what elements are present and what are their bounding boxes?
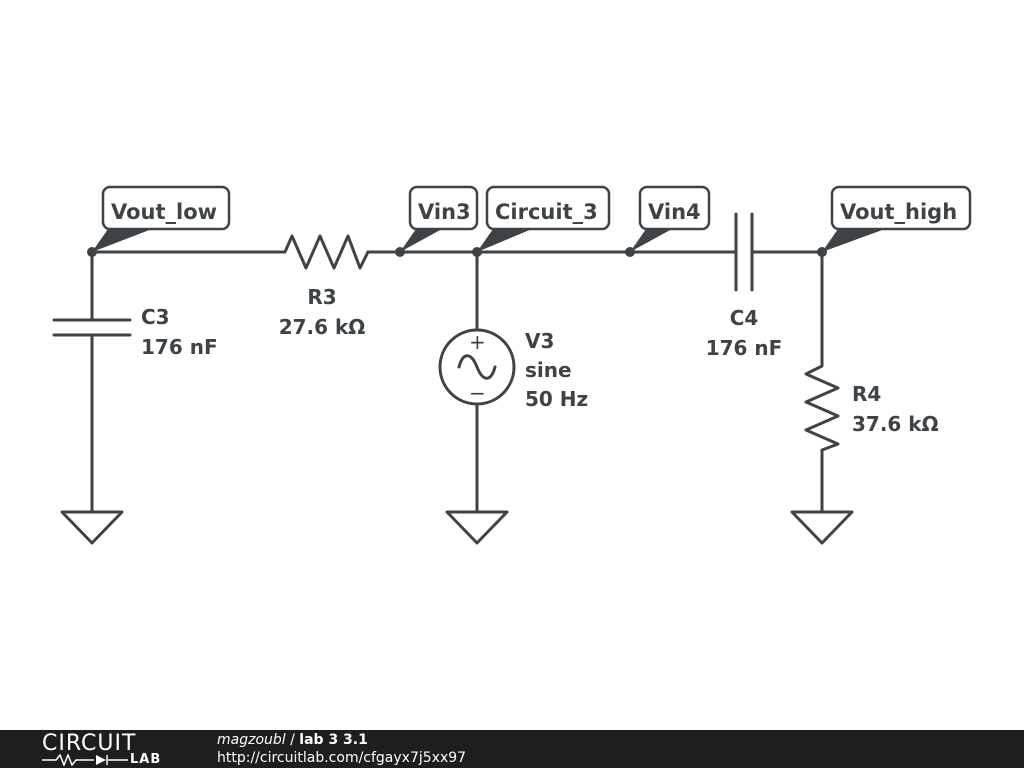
logo-wave-icon	[42, 754, 128, 766]
net-label-vout-low[interactable]: Vout_low	[92, 185, 231, 252]
svg-text:Vout_high: Vout_high	[840, 200, 957, 224]
circuit-title[interactable]: lab 3 3.1	[299, 732, 368, 748]
net-label-circuit-3[interactable]: Circuit_3	[477, 185, 611, 252]
c4-name: C4	[730, 306, 759, 330]
ground-symbol-c3	[60, 510, 124, 545]
svg-text:Vout_low: Vout_low	[111, 200, 217, 224]
svg-text:Vin3: Vin3	[418, 200, 471, 224]
circuitlab-logo[interactable]: CIRCUIT LAB	[40, 731, 180, 767]
source-minus-sign: −	[469, 381, 486, 405]
source-v3-branch	[438, 250, 516, 545]
logo-text-circuit: CIRCUIT	[42, 731, 137, 756]
source-plus-sign: +	[469, 330, 486, 354]
capacitor-c3-branch	[52, 250, 132, 545]
c3-value: 176 nF	[141, 335, 218, 359]
c3-name: C3	[141, 305, 170, 329]
net-label-vin3[interactable]: Vin3	[400, 185, 479, 252]
circuit-schematic: + − Vout_low Vin3 Circuit_3 Vin4	[52, 185, 972, 545]
meta-separator: /	[285, 732, 300, 748]
ground-symbol-v3	[445, 510, 509, 545]
circuit-meta: magzoubl / lab 3 3.1 http://circuitlab.c…	[217, 731, 466, 767]
sine-wave-icon	[457, 354, 497, 380]
capacitor-c4-symbol	[734, 212, 754, 292]
ground-symbol-r4	[790, 510, 854, 545]
logo-text-lab: LAB	[130, 752, 162, 767]
svg-text:Vin4: Vin4	[648, 200, 701, 224]
net-label-vout-high[interactable]: Vout_high	[822, 185, 972, 252]
resistor-r4-branch	[790, 250, 854, 545]
circuit-url-link[interactable]: http://circuitlab.com/cfgayx7j5xx97	[217, 750, 467, 766]
footer-bar: CIRCUIT LAB magzoubl / lab 3 3.1 http://…	[0, 730, 1024, 768]
resistor-r3-symbol	[276, 234, 370, 270]
svg-text:Circuit_3: Circuit_3	[495, 200, 598, 224]
net-label-vin4[interactable]: Vin4	[630, 185, 711, 252]
v3-value: 50 Hz	[525, 387, 588, 411]
v3-type: sine	[525, 358, 572, 382]
author-name[interactable]: magzoubl	[217, 732, 286, 748]
c4-value: 176 nF	[706, 336, 783, 360]
r3-value: 27.6 kΩ	[279, 315, 366, 339]
v3-name: V3	[525, 329, 554, 353]
r3-name: R3	[307, 285, 336, 309]
r4-value: 37.6 kΩ	[852, 412, 939, 436]
r4-name: R4	[852, 382, 881, 406]
